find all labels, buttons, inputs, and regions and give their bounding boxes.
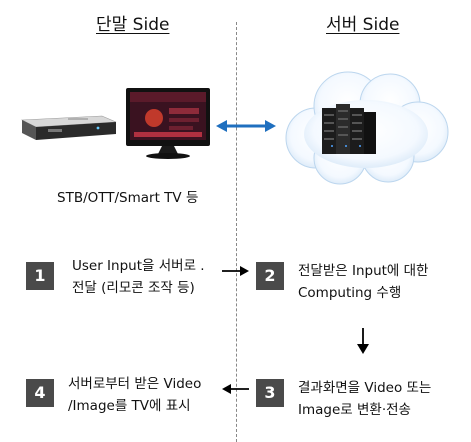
bidirectional-arrow xyxy=(216,120,276,132)
step-2-text: 전달받은 Input에 대한 Computing 수행 xyxy=(298,260,428,304)
step-1-text: User Input을 서버로 . 전달 (리모콘 조작 등) xyxy=(72,255,205,299)
server-side-title: 서버 Side xyxy=(326,15,400,35)
arrow-step1-to-step2 xyxy=(222,266,249,276)
step-4-line1: 서버로부터 받은 Video xyxy=(68,376,202,392)
step-2-badge: 2 xyxy=(256,262,284,290)
step-3-line1: 결과화면을 Video 또는 xyxy=(298,380,432,396)
step-3-line2: Image로 변환·전송 xyxy=(298,402,411,418)
step-3-text: 결과화면을 Video 또는 Image로 변환·전송 xyxy=(298,377,431,421)
arrow-step3-to-step4 xyxy=(222,384,249,394)
step-2-line2: Computing 수행 xyxy=(298,285,402,301)
client-side-title: 단말 Side xyxy=(96,15,170,35)
step-4-text: 서버로부터 받은 Video /Image를 TV에 표시 xyxy=(68,373,201,417)
tv-icon xyxy=(126,88,210,159)
server-rack-icon xyxy=(322,104,376,154)
section-divider xyxy=(236,22,237,442)
step-4-line2: /Image를 TV에 표시 xyxy=(68,398,191,414)
arrow-step2-to-step3 xyxy=(357,328,369,354)
step-1-line2: 전달 (리모콘 조작 등) xyxy=(72,280,195,296)
device-caption: STB/OTT/Smart TV 등 xyxy=(57,190,199,206)
set-top-box-icon xyxy=(20,115,117,140)
step-4-badge: 4 xyxy=(26,379,54,407)
step-1-badge: 1 xyxy=(26,262,54,290)
step-3-badge: 3 xyxy=(256,379,284,407)
step-1-line1: User Input을 서버로 . xyxy=(72,258,205,274)
step-2-line1: 전달받은 Input에 대한 xyxy=(298,263,429,279)
